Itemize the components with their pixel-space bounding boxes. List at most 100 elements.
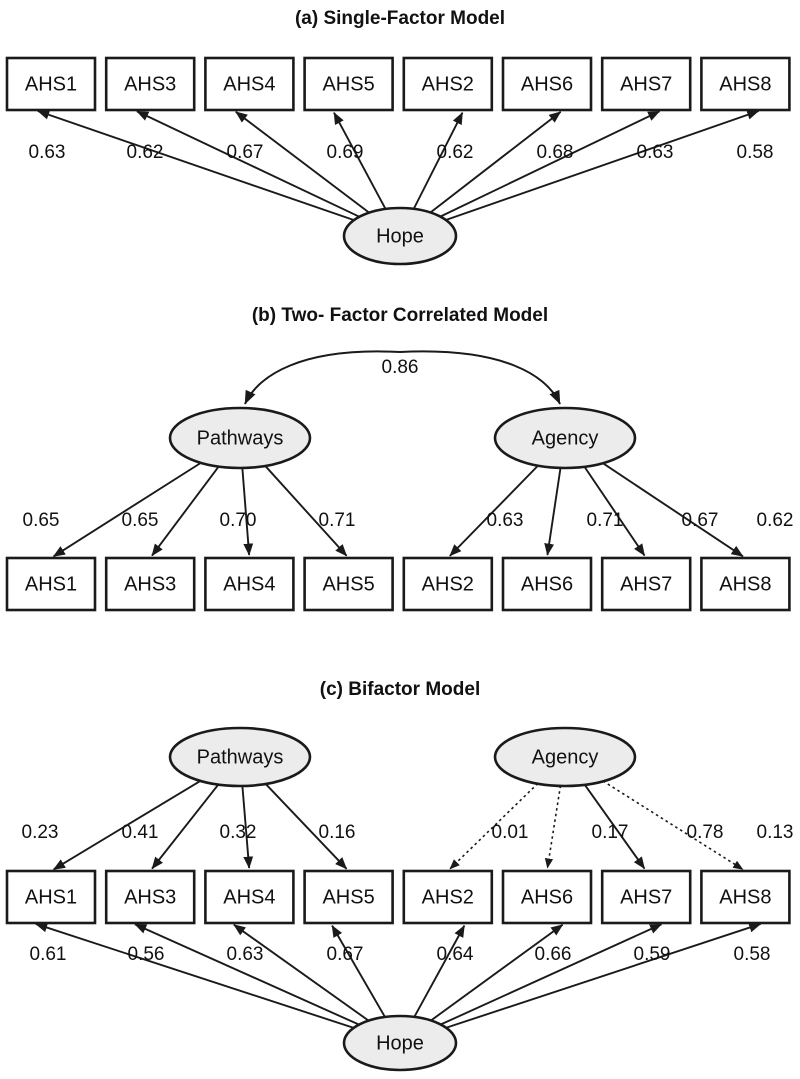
indicator-box-ahs4: AHS4 xyxy=(204,869,295,925)
loading-arrow-hope-c-ahs6 xyxy=(430,923,564,1022)
indicator-label: AHS1 xyxy=(25,73,77,95)
indicator-box-rect xyxy=(204,56,295,112)
loading-arrow-hope-c-ahs5 xyxy=(331,924,386,1018)
panel-b-paths xyxy=(52,350,744,558)
indicator-box-rect xyxy=(501,556,593,612)
indicator-label: AHS2 xyxy=(422,73,474,95)
indicator-box-rect xyxy=(402,869,494,925)
loading-coefficient-c-gen-ahs5: 0.67 xyxy=(327,944,364,965)
loading-coefficient-a-ahs6: 0.68 xyxy=(537,142,574,163)
indicator-box-rect xyxy=(5,556,97,612)
indicator-box-rect xyxy=(5,56,97,112)
latent-factor-hope-a: Hope xyxy=(342,206,458,266)
loading-coefficient-b-ahs5: 0.71 xyxy=(319,510,356,531)
factor-ellipse-shape xyxy=(493,726,637,788)
indicator-label: AHS1 xyxy=(25,886,77,908)
loading-coefficient-b-ahs6: 0.71 xyxy=(587,510,624,531)
correlation-arrow-left xyxy=(244,350,401,405)
indicator-label: AHS8 xyxy=(719,73,771,95)
loading-arrow-hope-ahs6 xyxy=(429,111,562,214)
indicator-label: AHS7 xyxy=(620,73,672,95)
loading-arrow-pathways-c-ahs5 xyxy=(264,783,348,870)
loading-coefficient-c-gen-ahs1: 0.61 xyxy=(30,944,67,965)
loading-coefficient-a-ahs4: 0.67 xyxy=(227,142,264,163)
loading-arrow-agency-c-ahs6 xyxy=(544,785,562,869)
loading-coefficient-c-gen-ahs6: 0.66 xyxy=(535,944,572,965)
loading-arrow-hope-c-ahs7 xyxy=(439,923,663,1026)
factor-ellipse-shape xyxy=(168,406,312,470)
indicator-box-ahs7: AHS7 xyxy=(600,556,692,612)
indicator-label: AHS8 xyxy=(719,886,771,908)
panel-c-paths xyxy=(35,779,762,1029)
factor-label: Agency xyxy=(532,746,599,768)
indicator-label: AHS6 xyxy=(521,73,573,95)
indicator-box-ahs1: AHS1 xyxy=(5,869,97,925)
panel-c-title: (c) Bifactor Model xyxy=(320,679,480,700)
factor-correlation-value: 0.86 xyxy=(382,357,419,378)
indicator-box-ahs2: AHS2 xyxy=(402,556,494,612)
indicator-label: AHS7 xyxy=(620,886,672,908)
loading-coefficient-a-ahs2: 0.62 xyxy=(437,142,474,163)
loading-arrow-agency-ahs2 xyxy=(449,464,539,557)
indicator-box-ahs6: AHS6 xyxy=(501,556,593,612)
indicator-box-rect xyxy=(104,56,196,112)
factor-label: Hope xyxy=(376,225,424,247)
indicator-box-ahs1: AHS1 xyxy=(5,56,97,112)
loading-coefficient-b-ahs4: 0.70 xyxy=(220,510,257,531)
loading-arrow-agency-ahs8 xyxy=(602,462,744,558)
panel-a-factors: Hope xyxy=(342,206,458,266)
loading-coefficient-b-ahs3: 0.65 xyxy=(122,510,159,531)
indicator-box-ahs5: AHS5 xyxy=(303,869,394,925)
loading-arrow-agency-ahs7 xyxy=(583,465,646,557)
indicator-box-ahs4: AHS4 xyxy=(204,556,295,612)
loading-arrow-hope-c-ahs4 xyxy=(233,923,370,1022)
loading-coefficient-c-gen-ahs3: 0.56 xyxy=(128,944,165,965)
latent-factor-agency-c: Agency xyxy=(493,726,637,788)
indicator-label: AHS4 xyxy=(223,573,275,595)
indicator-label: AHS6 xyxy=(521,886,573,908)
indicator-label: AHS5 xyxy=(322,573,374,595)
loading-coefficient-c-spec-ahs7: 0.78 xyxy=(687,822,724,843)
indicator-box-ahs7: AHS7 xyxy=(600,869,692,925)
loading-arrow-hope-c-ahs3 xyxy=(134,923,360,1026)
latent-factor-pathways-c: Pathways xyxy=(168,726,312,788)
indicator-label: AHS2 xyxy=(422,886,474,908)
loading-coefficient-b-ahs1: 0.65 xyxy=(23,510,60,531)
loading-arrow-hope-ahs4 xyxy=(235,111,370,214)
panel-a-title: (a) Single-Factor Model xyxy=(295,8,505,29)
loading-coefficient-a-ahs7: 0.63 xyxy=(637,142,674,163)
indicator-box-rect xyxy=(303,556,394,612)
loading-arrow-hope-c-ahs8 xyxy=(445,922,762,1029)
loading-coefficient-a-ahs1: 0.63 xyxy=(29,142,66,163)
indicator-box-rect xyxy=(104,556,196,612)
loading-arrow-hope-ahs3 xyxy=(136,110,361,218)
loading-coefficient-b-ahs2: 0.63 xyxy=(487,510,524,531)
loading-arrow-hope-ahs5 xyxy=(333,111,387,210)
indicator-box-ahs7: AHS7 xyxy=(600,56,692,112)
indicator-label: AHS7 xyxy=(620,573,672,595)
loading-coefficient-b-ahs7: 0.67 xyxy=(682,510,719,531)
indicator-box-rect xyxy=(303,56,394,112)
loading-arrow-hope-ahs7 xyxy=(439,110,661,218)
loading-arrow-pathways-ahs3 xyxy=(151,465,220,557)
loading-arrow-agency-c-ahs8 xyxy=(602,780,744,871)
loading-arrow-pathways-c-ahs3 xyxy=(151,783,220,870)
loading-arrow-hope-c-ahs1 xyxy=(35,922,355,1029)
indicator-box-rect xyxy=(5,869,97,925)
indicator-box-rect xyxy=(204,869,295,925)
indicator-box-rect xyxy=(104,869,196,925)
latent-factor-pathways-b: Pathways xyxy=(168,406,312,470)
correlation-arrow-right xyxy=(399,350,561,405)
indicator-label: AHS8 xyxy=(719,573,771,595)
loading-arrow-hope-c-ahs2 xyxy=(413,924,466,1018)
loading-coefficient-c-gen-ahs4: 0.63 xyxy=(227,944,264,965)
loading-arrow-pathways-ahs1 xyxy=(52,461,202,558)
